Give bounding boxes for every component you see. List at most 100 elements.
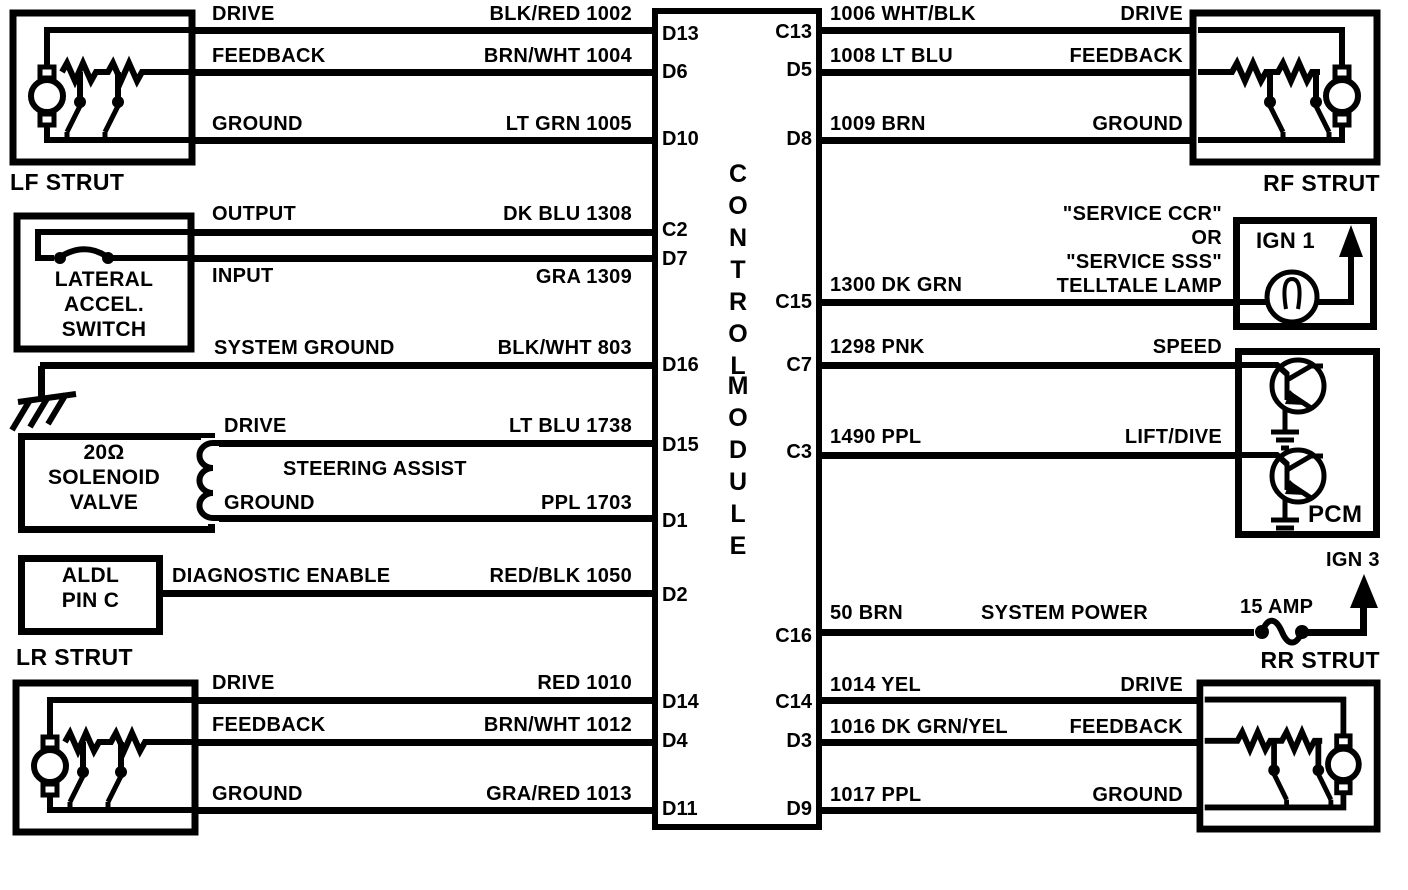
resistor-icon xyxy=(59,55,192,89)
switch-icon xyxy=(64,104,121,140)
switch-icon xyxy=(1271,773,1334,808)
coil-icon xyxy=(196,438,219,524)
wire-diagnostic-enable xyxy=(160,590,652,597)
pin-c13: C13 xyxy=(775,21,812,43)
pin-d2: D2 xyxy=(662,584,688,606)
wire-system-ground-drop xyxy=(38,366,45,400)
ign3-label: IGN 3 xyxy=(1326,549,1380,571)
wirelabel-1014-yel: 1014 YEL xyxy=(830,674,921,696)
motor-icon xyxy=(28,77,66,115)
wire-solenoid-drive xyxy=(213,440,652,447)
wirelabel-1300-dk-grn: 1300 DK GRN xyxy=(830,274,963,296)
pcm-label: PCM xyxy=(1308,501,1363,528)
telltale-lamp-group xyxy=(1233,225,1363,325)
resistor-icon xyxy=(1204,724,1323,757)
rf-strut-label: RF STRUT xyxy=(1263,170,1380,196)
pin-d15: D15 xyxy=(662,434,699,456)
switch-icon xyxy=(67,774,124,810)
label-lf-feedback: FEEDBACK xyxy=(212,45,326,67)
pin-c15: C15 xyxy=(775,291,812,313)
label-sol-drive: DRIVE xyxy=(224,415,287,437)
label-telltale-line1: "SERVICE CCR" xyxy=(1062,203,1222,225)
wirelabel-red-blk-1050: RED/BLK 1050 xyxy=(489,565,632,587)
label-system-ground: SYSTEM GROUND xyxy=(214,337,395,359)
lf-strut-box xyxy=(9,9,196,166)
pin-c2: C2 xyxy=(662,219,688,241)
fuse-label: 15 AMP xyxy=(1240,596,1314,618)
pin-d16: D16 xyxy=(662,354,699,376)
pin-d5: D5 xyxy=(786,59,812,81)
rr-strut-box xyxy=(1196,679,1381,833)
wirelabel-1017-ppl: 1017 PPL xyxy=(830,784,922,806)
label-lift-dive: LIFT/DIVE xyxy=(1124,426,1222,448)
wire-rr-feedback xyxy=(822,739,1197,746)
lr-strut-box xyxy=(12,679,199,836)
pin-d3: D3 xyxy=(786,730,812,752)
pin-c14: C14 xyxy=(775,691,812,713)
pin-d11: D11 xyxy=(662,798,698,820)
lamp-filament xyxy=(1282,276,1302,310)
wirelabel-1006-wht-blk: 1006 WHT/BLK xyxy=(830,3,976,25)
wirelabel-1008-lt-blu: 1008 LT BLU xyxy=(830,45,953,67)
wire-lr-drive xyxy=(198,697,652,704)
solenoid-label-line3: VALVE xyxy=(69,491,139,514)
wire-system-power-2 xyxy=(1300,629,1364,636)
motor-icon xyxy=(31,747,69,785)
wirelabel-lt-blu-1738: LT BLU 1738 xyxy=(509,415,632,437)
pcm-box xyxy=(1235,348,1380,538)
wirelabel-dk-blu-1308: DK BLU 1308 xyxy=(503,203,632,225)
wirelabel-gra-red-1013: GRA/RED 1013 xyxy=(486,783,632,805)
wire-rr-drive xyxy=(822,697,1197,704)
label-diagnostic-enable: DIAGNOSTIC ENABLE xyxy=(172,565,391,587)
wirelabel-1016-dk-grn-yel: 1016 DK GRN/YEL xyxy=(830,716,1008,738)
wirelabel-ppl-1703: PPL 1703 xyxy=(541,492,632,514)
wirelabel-brn-wht-1004: BRN/WHT 1004 xyxy=(483,45,632,67)
resistor-icon xyxy=(62,725,195,759)
pin-d6: D6 xyxy=(662,61,688,83)
wire-lf-drive xyxy=(195,27,652,34)
wire-rf-ground xyxy=(822,137,1190,144)
label-lr-drive: DRIVE xyxy=(212,672,275,694)
wire-rr-ground xyxy=(822,807,1197,814)
pin-d10: D10 xyxy=(662,128,699,150)
lateral-label-line2: ACCEL. xyxy=(64,293,144,316)
wire-telltale xyxy=(822,299,1242,306)
solenoid-label-line1: 20Ω xyxy=(83,441,125,464)
resistor-icon xyxy=(1198,55,1320,89)
arrow-up-icon xyxy=(1350,574,1378,608)
chassis-ground-icon xyxy=(9,391,77,432)
transistor-icon xyxy=(1269,357,1327,415)
rr-strut-label: RR STRUT xyxy=(1260,647,1380,673)
wire-lift-dive xyxy=(822,452,1235,459)
pin-c7: C7 xyxy=(786,354,812,376)
arrow-up-icon xyxy=(1339,225,1363,257)
wire-ign3-riser xyxy=(1360,602,1367,636)
pin-d13: D13 xyxy=(662,23,699,45)
aldl-label-line2: PIN C xyxy=(61,589,120,612)
label-rf-feedback: FEEDBACK xyxy=(1069,45,1183,67)
wire-lf-ground xyxy=(195,137,652,144)
fuse-icon xyxy=(1255,617,1309,646)
pin-c3: C3 xyxy=(786,441,812,463)
label-steering-assist: STEERING ASSIST xyxy=(283,458,467,480)
wire-lateral-input xyxy=(194,255,652,262)
wirelabel-lt-grn-1005: LT GRN 1005 xyxy=(505,113,632,135)
label-telltale-line4: TELLTALE LAMP xyxy=(1056,275,1222,297)
solenoid-valve-box xyxy=(18,433,215,533)
wire-system-power xyxy=(822,629,1254,636)
pin-d9: D9 xyxy=(786,798,812,820)
label-system-power: SYSTEM POWER xyxy=(981,602,1148,624)
motor-icon xyxy=(1323,77,1361,115)
wirelabel-red-1010: RED 1010 xyxy=(537,672,632,694)
label-rr-feedback: FEEDBACK xyxy=(1069,716,1183,738)
label-lf-ground: GROUND xyxy=(212,113,303,135)
wire-system-ground xyxy=(40,362,652,369)
label-sol-ground: GROUND xyxy=(224,492,315,514)
switch-icon xyxy=(1267,104,1332,140)
lateral-label-line1: LATERAL xyxy=(54,268,154,291)
ign1-label: IGN 1 xyxy=(1256,228,1315,253)
lateral-label-line3: SWITCH xyxy=(61,318,147,341)
wirelabel-gra-1309: GRA 1309 xyxy=(535,266,632,288)
wirelabel-blk-red-1002: BLK/RED 1002 xyxy=(489,3,632,25)
pin-c16: C16 xyxy=(775,625,812,647)
